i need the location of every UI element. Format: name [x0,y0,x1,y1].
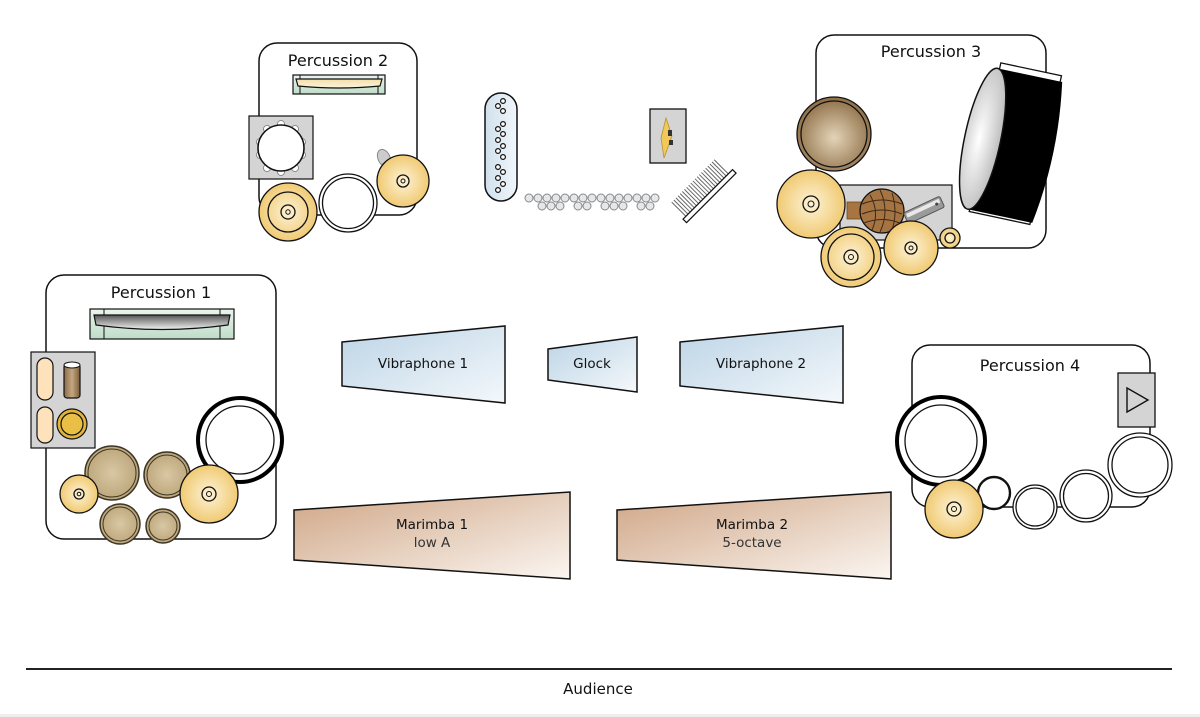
station-title: Percussion 3 [881,42,981,61]
cymbal-icon [939,227,961,249]
keyboard-label: Marimba 2 [716,517,788,533]
tambourine-icon [56,408,88,440]
keyboard-sublabel: 5-octave [722,535,781,551]
tom-icon [1107,432,1173,498]
cymbal-icon [59,474,99,514]
keyboard-glock: Glock [547,336,638,393]
tom-icon [1059,469,1113,523]
tambourine-icon [248,115,314,180]
station-percussion-2: Percussion 2 [248,42,430,242]
station-percussion-1: Percussion 1 [30,274,284,545]
keyboard-vibraphone-1: Vibraphone 1 [341,325,506,404]
mark-tree-icon [670,158,737,224]
cymbal-icon [258,182,318,242]
cymbal-icon [179,464,239,524]
guiro-icon [903,196,945,224]
triangle-icon [1117,372,1156,428]
bass-drum-icon [958,62,1063,226]
station-title: Percussion 4 [980,356,1080,375]
station-percussion-3: Percussion 3 [776,34,1063,288]
station-title: Percussion 1 [111,283,211,302]
tom-icon [84,445,140,501]
cymbal-icon [924,479,984,539]
bottom-bar [0,714,1200,717]
keyboard-label: Glock [573,356,611,372]
tom-icon [145,508,181,544]
chimes-icon [484,92,518,202]
cymbal-stand-icon [649,108,687,164]
shaker-icon [63,361,81,399]
snare-icon [318,173,378,233]
cymbal-icon [376,154,430,208]
wood-block-icon [36,357,54,401]
audience-label: Audience [563,680,633,698]
tom-icon [99,503,141,545]
cymbal-icon [883,220,939,276]
keyboard-vibraphone-2: Vibraphone 2 [679,325,844,404]
snare-icon [895,395,987,487]
snare-icon [196,396,284,484]
station-title: Percussion 2 [288,51,388,70]
tom-icon [796,96,872,172]
keyboard-marimba-1: Marimba 1 low A [293,491,571,580]
cymbal-icon [776,169,846,239]
tom-icon [1012,484,1058,530]
accessory-table [30,351,96,449]
keyboard-sublabel: low A [414,535,451,551]
crotales-icon [89,308,235,340]
mark-tree-icon [292,74,386,95]
wood-block-icon [36,406,54,444]
keyboard-label: Vibraphone 1 [378,356,468,372]
station-percussion-4: Percussion 4 [895,344,1173,539]
keyboard-label: Marimba 1 [396,517,468,533]
wood-block-icon [846,201,862,220]
cymbal-icon [820,226,882,288]
shaker-icon [859,188,905,234]
keyboard-label: Vibraphone 2 [716,356,806,372]
keyboard-marimba-2: Marimba 2 5-octave [616,491,892,580]
wind-chimes-icon [524,193,660,211]
